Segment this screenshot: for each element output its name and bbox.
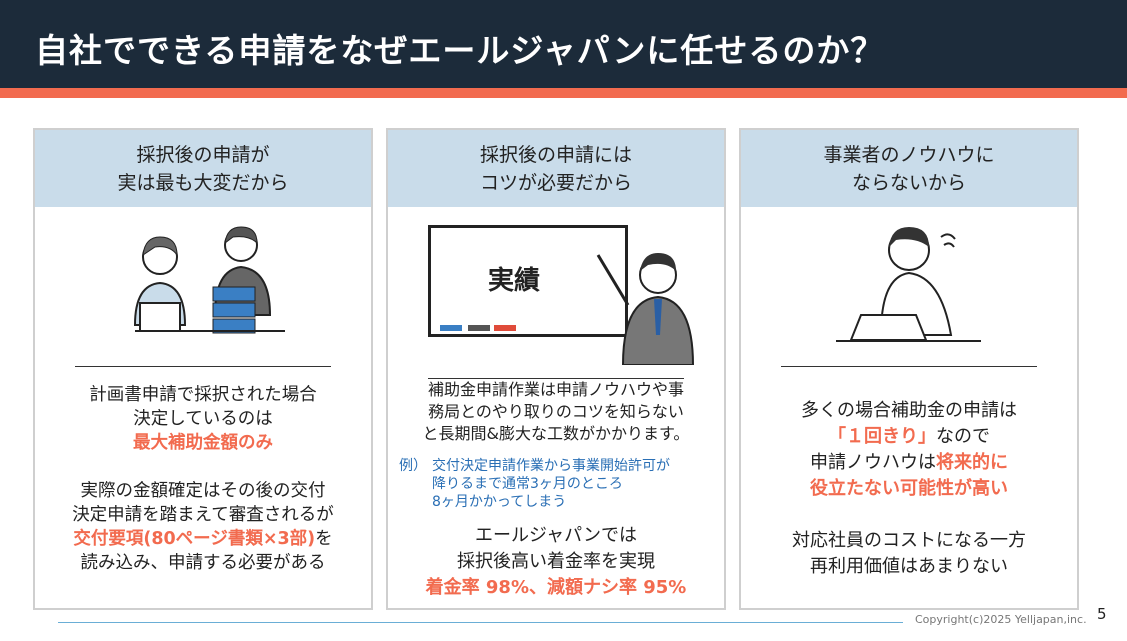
card-header: 事業者のノウハウにならないから xyxy=(741,130,1077,207)
reason-card-1: 採択後の申請が実は最も大変だから 計画書申請で採択された場合 決定しているのは … xyxy=(33,128,373,610)
example-line: 8ヶ月かかってしまう xyxy=(432,494,567,510)
card-title-line: ならないから xyxy=(851,172,966,194)
example-text: 交付決定申請作業から事業開始許可が 降りるまで通常3ヶ月のところ 8ヶ月かかって… xyxy=(432,457,670,511)
card-header: 採択後の申請が実は最も大変だから xyxy=(35,130,371,207)
highlight-text: 着金率 98%、減額ナシ率 95% xyxy=(425,577,687,598)
body-line: エールジャパンでは xyxy=(475,525,637,546)
highlight-text: 交付要項(80ページ書類×3部) xyxy=(73,529,316,549)
body-line: 補助金申請作業は申請ノウハウや事 xyxy=(427,380,684,399)
reason-card-2: 採択後の申請にはコツが必要だから 実績 補助金申請作業は申請ノウハウや事 務局と… xyxy=(386,128,726,610)
example-label: 例） xyxy=(399,458,427,474)
reason-card-3: 事業者のノウハウにならないから 多くの場合補助金の申請は 「１回きり」なので 申… xyxy=(739,128,1079,610)
body-line: 多くの場合補助金の申請は xyxy=(801,400,1017,421)
office-workers-illustration xyxy=(133,226,285,334)
body-line: 決定しているのは xyxy=(133,409,273,429)
highlight-text: 最大補助金額のみ xyxy=(133,433,273,453)
card-body: 多くの場合補助金の申請は 「１回きり」なので 申請ノウハウは将来的に 役立たない… xyxy=(741,398,1077,580)
body-line: 読み込み、申請する必要がある xyxy=(80,553,326,573)
body-text: なので xyxy=(936,426,990,447)
body-line: 計画書申請で採択された場合 xyxy=(89,385,317,405)
body-line: 対応社員のコストになる一方 xyxy=(792,530,1026,551)
body-line: と長期間&膨大な工数がかかります。 xyxy=(422,424,690,443)
teacher-icon xyxy=(596,253,695,365)
example-line: 交付決定申請作業から事業開始許可が xyxy=(432,458,670,474)
card-title-line: 実は最も大変だから xyxy=(117,172,289,194)
card-header: 採択後の申請にはコツが必要だから xyxy=(388,130,724,207)
card-title-line: 採択後の申請が xyxy=(136,144,270,166)
whiteboard-text: 実績 xyxy=(488,266,541,296)
divider xyxy=(781,366,1037,367)
body-line: 務局とのやり取りのコツを知らない xyxy=(428,402,684,421)
page-number: 5 xyxy=(1097,605,1107,623)
copyright: Copyright(c)2025 Yelljapan,inc. xyxy=(915,613,1087,626)
body-line: 再利用価値はあまりない xyxy=(810,556,1008,577)
body-line: 採択後高い着金率を実現 xyxy=(457,551,655,572)
body-line: 実際の金額確定はその後の交付 xyxy=(80,481,326,501)
example-line: 降りるまで通常3ヶ月のところ xyxy=(432,476,623,492)
card-body: 補助金申請作業は申請ノウハウや事 務局とのやり取りのコツを知らない と長期間&膨… xyxy=(388,379,724,445)
highlight-text: 「１回きり」 xyxy=(828,426,936,447)
body-text: を xyxy=(315,529,333,549)
body-line: 決定申請を踏まえて審査されるが xyxy=(72,505,334,525)
highlight-text: 役立たない可能性が高い xyxy=(810,478,1008,499)
page-title: 自社でできる申請をなぜエールジャパンに任せるのか？ xyxy=(0,0,1127,88)
body-text: 申請ノウハウは xyxy=(810,452,936,473)
card-body-2: エールジャパンでは 採択後高い着金率を実現 着金率 98%、減額ナシ率 95% xyxy=(388,523,724,601)
divider xyxy=(428,378,684,379)
divider xyxy=(75,366,331,367)
thinking-person-laptop-illustration xyxy=(836,227,981,342)
whiteboard xyxy=(428,225,628,337)
teacher-whiteboard-illustration: 実績 xyxy=(388,215,724,380)
accent-stripe xyxy=(0,88,1127,98)
card-body: 計画書申請で採択された場合 決定しているのは 最大補助金額のみ 実際の金額確定は… xyxy=(35,383,371,575)
card-title-line: コツが必要だから xyxy=(479,172,632,194)
card-title-line: 採択後の申請には xyxy=(479,144,632,166)
highlight-text: 将来的に xyxy=(936,452,1008,473)
card-title-line: 事業者のノウハウに xyxy=(823,144,995,166)
footer-line xyxy=(58,622,903,623)
